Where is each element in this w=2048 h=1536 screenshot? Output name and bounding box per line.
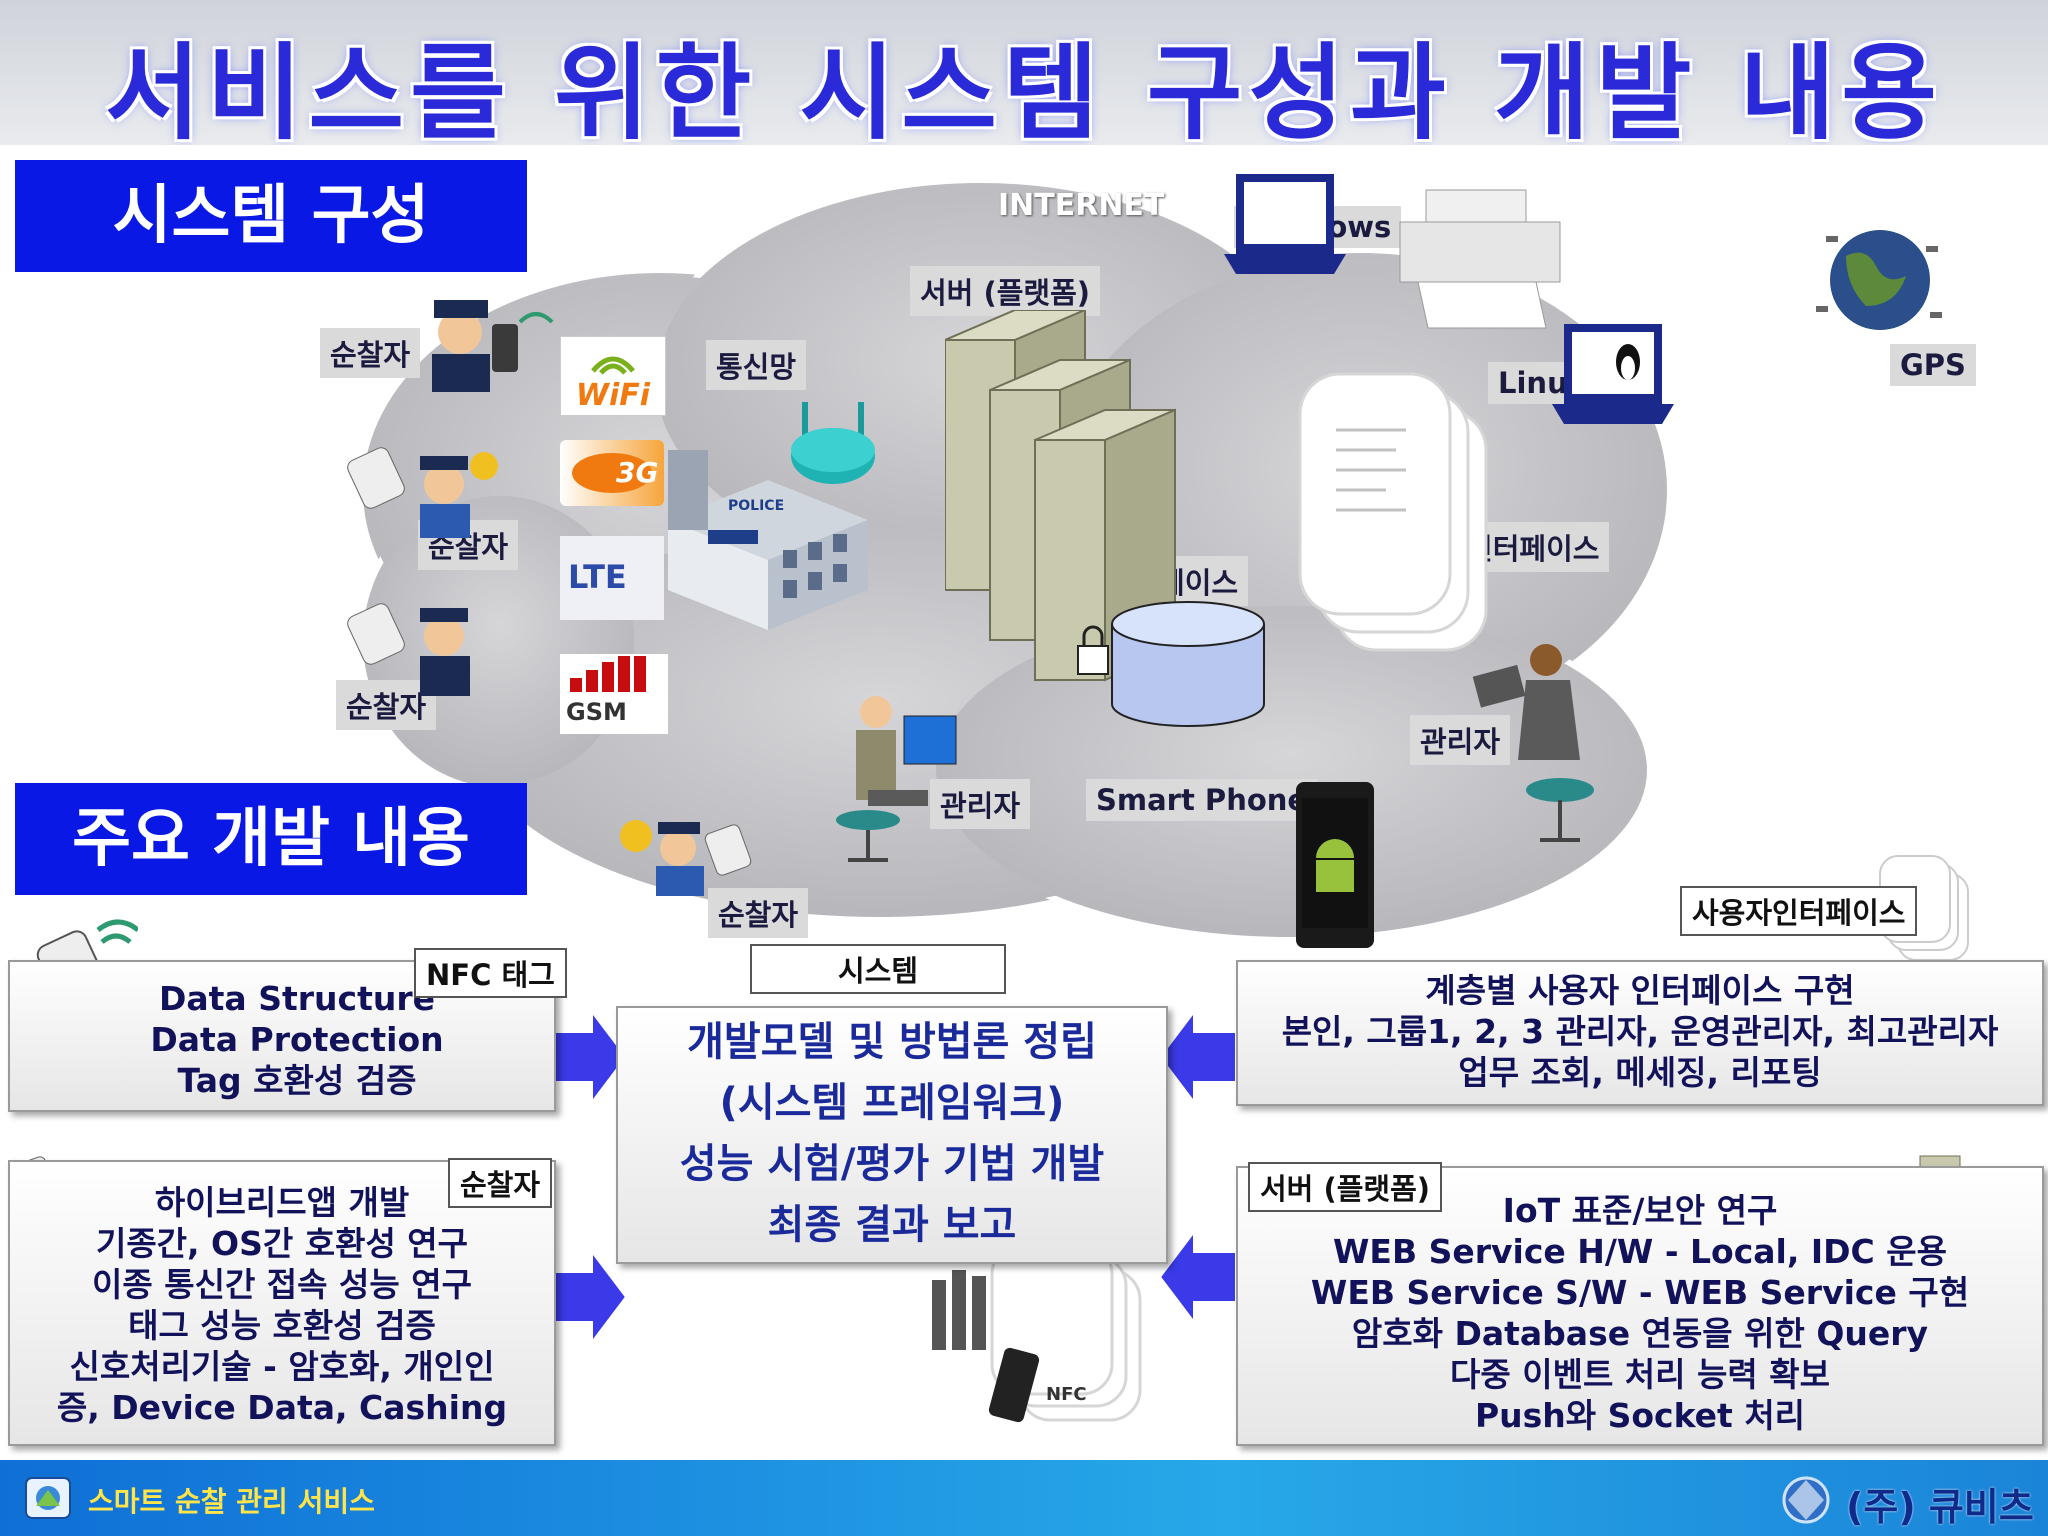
- wifi-icon: WiFi: [560, 336, 666, 416]
- patrol-line-2: 기종간, OS간 호환성 연구: [95, 1224, 469, 1263]
- nfc-phone-documents-icon: NFC: [932, 1242, 1142, 1423]
- footer-service-name: 스마트 순찰 관리 서비스: [88, 1485, 375, 1518]
- patrol-panel-tag: 순찰자: [448, 1158, 553, 1208]
- 3g-text: 3G: [616, 456, 659, 489]
- printer-icon: [1399, 189, 1561, 329]
- lte-text: LTE: [568, 558, 627, 596]
- patrol-label-4: 순찰자: [708, 888, 809, 938]
- arrow-server-to-system: [1158, 1232, 1237, 1322]
- android-phone-icon: [1296, 782, 1374, 948]
- lte-icon: LTE: [560, 536, 664, 620]
- admin-label-left: 관리자: [930, 779, 1031, 829]
- page-title: 서비스를 위한 시스템 구성과 개발 내용: [105, 32, 1943, 154]
- patrol-officer-icon-2: [347, 447, 498, 538]
- server-line-4: 암호화 Database 연동을 위한 Query: [1351, 1314, 1929, 1353]
- server-line-6: Push와 Socket 처리: [1474, 1396, 1806, 1435]
- patrol-line-3: 이종 통신간 접속 성능 연구: [92, 1265, 472, 1304]
- patrol-label-3: 순찰자: [336, 680, 437, 730]
- database-icon: [1077, 601, 1265, 727]
- 3g-icon: 3G: [560, 440, 664, 506]
- network-label: 통신망: [706, 340, 807, 390]
- nfc-line-1: Data Structure: [159, 979, 435, 1018]
- document-stack-icon: [1298, 372, 1488, 652]
- ui-line-1: 계층별 사용자 인터페이스 구현: [1425, 971, 1855, 1010]
- system-line-4: 최종 결과 보고: [767, 1202, 1017, 1248]
- patrol-line-4: 태그 성능 호환성 검증: [128, 1306, 436, 1345]
- patrol-line-1: 하이브리드앱 개발: [154, 1183, 410, 1222]
- patrol-officer-icon-1: [432, 300, 554, 392]
- windows-laptop-icon: [1224, 174, 1346, 274]
- server-line-5: 다중 이벤트 처리 능력 확보: [1450, 1355, 1830, 1394]
- server-line-2: WEB Service H/W - Local, IDC 운용: [1333, 1232, 1947, 1271]
- system-line-1: 개발모델 및 방법론 정립: [687, 1019, 1097, 1065]
- footer-bar: [0, 1460, 2048, 1536]
- section-system-config: 시스템 구성: [15, 160, 527, 272]
- server-line-3: WEB Service S/W - WEB Service 구현: [1310, 1273, 1970, 1312]
- section-main-development: 주요 개발 내용: [15, 783, 527, 895]
- patrol-label-1: 순찰자: [320, 328, 421, 378]
- server-panel: IoT 표준/보안 연구 WEB Service H/W - Local, ID…: [1236, 1166, 2044, 1446]
- server-panel-tag: 서버 (플랫폼): [1248, 1162, 1443, 1212]
- nfc-badge: NFC: [1046, 1384, 1087, 1405]
- ui-line-3: 업무 조회, 메세징, 리포팅: [1458, 1053, 1822, 1092]
- system-line-2: (시스템 프레임워크): [719, 1080, 1065, 1126]
- company-logo-icon: [1782, 1476, 1830, 1524]
- header-band: [0, 0, 2048, 145]
- gsm-text: GSM: [566, 698, 627, 726]
- wifi-text: WiFi: [575, 378, 651, 413]
- police-building-icon: POLICE: [668, 450, 868, 630]
- gsm-icon: GSM: [560, 654, 668, 734]
- arrow-patrol-to-system: [549, 1252, 628, 1342]
- nfc-line-2: Data Protection: [150, 1020, 444, 1059]
- arrow-nfc-to-system: [549, 1012, 628, 1102]
- patrol-line-5: 신호처리기술 - 암호화, 개인인: [69, 1347, 495, 1386]
- linux-laptop-icon: [1552, 324, 1674, 424]
- nfc-panel-tag: NFC 태그: [414, 948, 567, 998]
- police-sign: POLICE: [728, 498, 784, 514]
- admin-label-right: 관리자: [1410, 715, 1511, 765]
- patrol-officer-icon-3: [347, 603, 470, 696]
- router-icon: [791, 402, 875, 484]
- smart-phone-label: Smart Phone: [1086, 779, 1318, 821]
- ui-panel-tag: 사용자인터페이스: [1680, 886, 1918, 936]
- patrol-officer-icon-4: [620, 820, 752, 896]
- patrol-line-6: 증, Device Data, Cashing: [56, 1388, 508, 1427]
- system-line-3: 성능 시험/평가 기법 개발: [679, 1141, 1105, 1187]
- patrol-panel: 하이브리드앱 개발 기종간, OS간 호환성 연구 이종 통신간 접속 성능 연…: [8, 1160, 556, 1446]
- gps-label: GPS: [1890, 344, 1976, 386]
- footer-company-name: (주) 큐비츠: [1846, 1485, 2034, 1529]
- admin-desk-icon: [836, 696, 957, 862]
- system-panel-tag: 시스템: [750, 944, 1006, 994]
- ui-panel: 계층별 사용자 인터페이스 구현 본인, 그룹1, 2, 3 관리자, 운영관리…: [1236, 960, 2044, 1106]
- server-line-1: IoT 표준/보안 연구: [1502, 1191, 1778, 1230]
- ui-line-2: 본인, 그룹1, 2, 3 관리자, 운영관리자, 최고관리자: [1281, 1012, 1999, 1051]
- gps-globe-icon: [1816, 230, 1942, 330]
- service-logo-icon: [25, 1477, 71, 1519]
- nfc-line-3: Tag 호환성 검증: [177, 1061, 417, 1100]
- internet-label: INTERNET: [998, 188, 1165, 223]
- server-label: 서버 (플랫폼): [910, 266, 1101, 316]
- admin-tablet-icon: [1472, 644, 1594, 842]
- arrow-ui-to-system: [1158, 1012, 1237, 1102]
- system-panel: 개발모델 및 방법론 정립 (시스템 프레임워크) 성능 시험/평가 기법 개발…: [616, 1006, 1168, 1264]
